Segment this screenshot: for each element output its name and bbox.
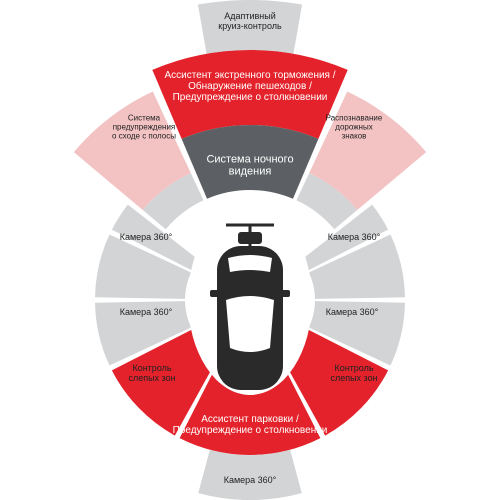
segment-camera-left-top-b (95, 234, 192, 299)
car-mirror-right (281, 290, 290, 297)
segment-blind-spot-left (111, 329, 219, 436)
label-emergency-braking: Ассистент экстренного торможения / Обнар… (164, 70, 336, 104)
label-park-assist: Ассистент парковки / Предупреждение о ст… (172, 413, 328, 436)
segment-camera-right-top (301, 204, 389, 271)
label-lane-departure: Система предупреждения о сходе с полосы (112, 113, 176, 141)
label-camera-left-mid: Камера 360° (119, 306, 173, 317)
label-camera-rear: Камера 360° (223, 474, 277, 485)
segment-night-vision (181, 125, 319, 199)
car-rear-window (232, 350, 268, 375)
segment-camera-rear (198, 449, 302, 500)
segment-camera-left-top (111, 204, 199, 271)
segment-emergency-braking (152, 50, 348, 139)
segment-traffic-sign-recognition (309, 91, 427, 211)
car-hood-line (228, 255, 272, 272)
label-camera-right-top: Камера 360° (327, 231, 381, 242)
segment-upper-right-band (296, 173, 358, 230)
label-traffic-sign-recognition: Распознавание дорожных знаков (325, 113, 383, 141)
label-blind-spot-right: Контроль слепых зон (330, 362, 378, 383)
segment-camera-left-mid (95, 301, 192, 366)
label-camera-right-mid: Камера 360° (325, 306, 379, 317)
label-blind-spot-left: Контроль слепых зон (128, 362, 176, 383)
front-sensor-body (238, 232, 262, 244)
segment-lane-departure (73, 91, 191, 211)
label-adaptive-cruise: Адаптивный круиз-контроль (218, 10, 282, 31)
car-mirror-left (210, 290, 219, 297)
segment-camera-right-mid (308, 301, 405, 366)
segment-blind-spot-right (281, 329, 389, 436)
segment-adaptive-cruise (197, 0, 303, 54)
car-windshield (226, 296, 274, 352)
segment-park-assist (179, 357, 321, 455)
segment-camera-right-top-b (308, 234, 405, 299)
label-camera-left-top: Камера 360° (119, 231, 173, 242)
label-night-vision: Система ночного видения (206, 153, 294, 178)
segment-upper-left-band (142, 173, 204, 230)
